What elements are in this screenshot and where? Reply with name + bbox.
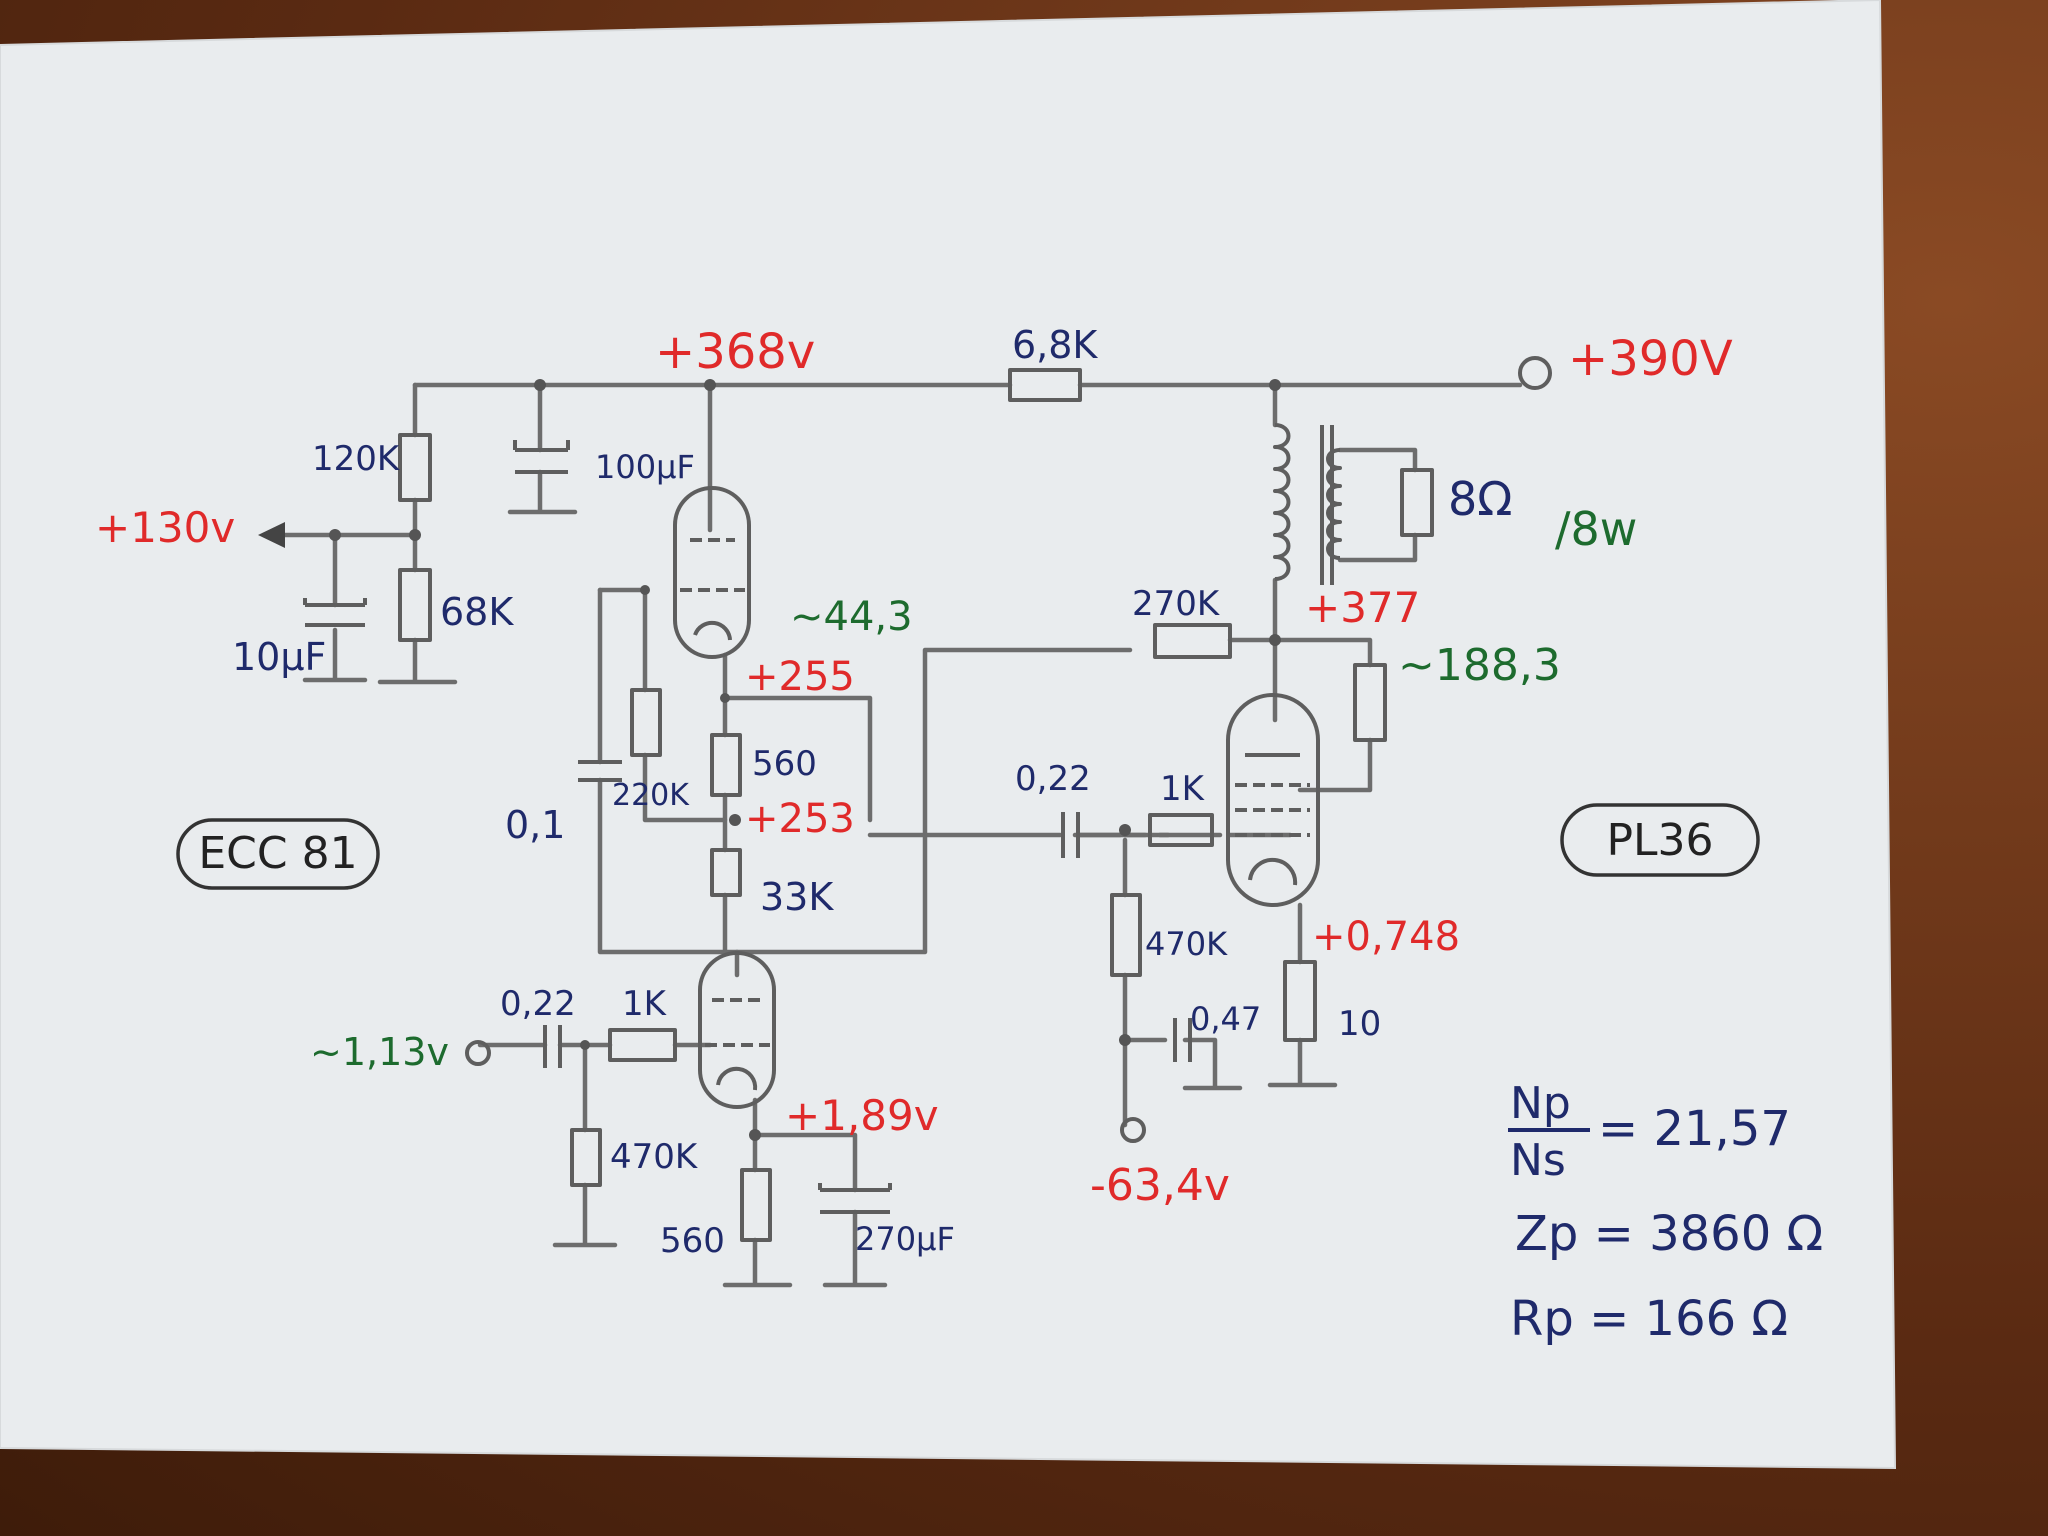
r10-label: 10 [1338,1004,1381,1044]
c022-input-label: 0,22 [500,984,576,1024]
resistor-10 [1283,960,1317,1042]
capacitor-10uf [303,598,367,627]
resistor-560-bottom [740,1168,772,1242]
pl36-label: PL36 [1606,815,1713,866]
r470k-grid-label: 470K [1145,925,1228,963]
resistor-1k-input [608,1028,677,1062]
c10uf-label: 10µF [232,635,326,679]
ecc81-upper-triode [673,486,751,659]
capacitor-0-22-input [543,1025,562,1068]
ratio-denominator: Ns [1510,1135,1566,1186]
bias-output-label: +130v [95,503,235,552]
resistor-68k [398,568,432,642]
resistor-270k [1153,623,1232,659]
capacitor-0-47 [1173,1018,1192,1062]
pl36-pentode [1226,693,1320,907]
v253-label: +253 [745,796,855,842]
resistor-560-top [710,733,742,797]
input-terminal [465,1040,491,1066]
r68k-label: 68K [440,590,514,634]
junction-dots [329,379,1281,1141]
capacitor-270uf [818,1183,892,1214]
formula-block: Np Ns = 21,57 Zp = 3860 Ω Rp = 166 Ω [1508,1078,1823,1347]
negative-bias-label: -63,4v [1090,1160,1230,1211]
ecc81-lower-triode [698,951,776,1109]
negative-bias-terminal [1120,1117,1146,1143]
resistor-33k [710,848,742,897]
r1k-grid-label: 1K [1160,769,1206,809]
rail-voltage-label: +368v [655,324,815,380]
paper-sheet [0,0,1895,1468]
resistor-220k [630,688,662,757]
resistor-470k-grid [1110,893,1142,977]
c047-label: 0,47 [1190,1000,1261,1038]
ecc81-label: ECC 81 [198,828,357,879]
capacitor-0-1 [578,760,622,782]
r470k-input-label: 470K [610,1137,699,1177]
resistor-470k-input [570,1128,602,1187]
ac-188-label: ~188,3 [1398,640,1561,691]
speaker-load-8ohm [1400,468,1434,537]
c100uf-label: 100µF [595,448,695,486]
ac-44-label: ~44,3 [790,594,913,640]
v0748-label: +0,748 [1312,914,1460,960]
rp-formula: Rp = 166 Ω [1510,1291,1788,1347]
ecc81-badge [176,818,380,890]
zp-formula: Zp = 3860 Ω [1515,1206,1823,1262]
v255-label: +255 [745,654,855,700]
r560-bottom-label: 560 [660,1221,725,1261]
resistor-1k-grid [1148,813,1214,847]
c01-label: 0,1 [505,803,565,847]
bplus-terminal [1518,356,1552,390]
c270uf-label: 270µF [855,1220,955,1258]
output-transformer [1273,423,1342,585]
r120k-label: 120K [312,439,401,479]
ratio-value: = 21,57 [1598,1101,1791,1157]
speaker-watt-label: /8w [1555,502,1637,556]
r1k-input-label: 1K [622,984,668,1024]
r560-top-label: 560 [752,744,817,784]
v189-label: +1,89v [785,1091,939,1140]
bplus-label: +390V [1568,331,1733,387]
capacitor-100uf [513,440,570,474]
r33k-label: 33K [760,875,834,919]
ratio-numerator: Np [1510,1078,1571,1129]
bias-output-arrow [258,522,285,548]
ac-input-label: ~1,13v [310,1030,449,1074]
pl36-badge [1560,803,1760,877]
resistor-screen [1353,663,1387,742]
r270k-label: 270K [1132,584,1221,624]
r220k-label: 220K [612,778,690,813]
resistor-6k8 [1008,368,1082,402]
v377-label: +377 [1305,583,1420,632]
speaker-ohm-label: 8Ω [1448,472,1512,526]
capacitor-0-22-coupling [1061,812,1080,858]
resistor-120k [398,433,432,502]
c022-coupling-label: 0,22 [1015,759,1091,799]
dropper-label: 6,8K [1012,323,1098,367]
